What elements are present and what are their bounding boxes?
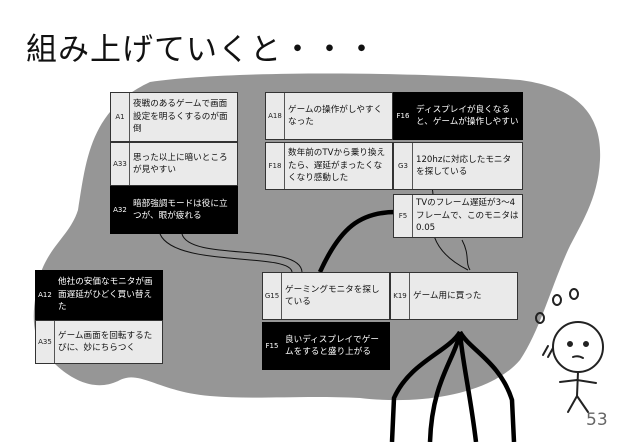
card-text: TVのフレーム遅延が3～4フレームで、このモニタは0.05 xyxy=(416,198,519,234)
card-id: G3 xyxy=(394,143,413,189)
card-text: 夜戦のあるゲームで画面設定を明るくするのが面倒 xyxy=(133,99,228,135)
card-id: K19 xyxy=(391,273,410,319)
card-text: 他社の安価なモニタが画面遅延がひどく買い替えた xyxy=(58,277,153,313)
card-a32: A32 暗部強調モードは役に立つが、眼が疲れる xyxy=(110,186,238,234)
connector-a32-g15b xyxy=(159,233,293,273)
card-id: A33 xyxy=(111,143,130,185)
card-text: ゲーム用に買った xyxy=(413,290,482,301)
card-f15: F15 良いディスプレイでゲームをすると盛り上がる xyxy=(262,322,390,370)
card-a1: A1 夜戦のあるゲームで画面設定を明るくするのが面倒 xyxy=(110,92,238,142)
root-branch-right xyxy=(458,330,517,442)
page-number: 53 xyxy=(586,410,608,430)
card-id: F18 xyxy=(266,143,285,189)
card-g15: G15 ゲーミングモニタを探している xyxy=(262,272,390,320)
card-g3: G3 120hzに対応したモニタを探している xyxy=(393,142,523,190)
card-text: ゲーミングモニタを探している xyxy=(285,284,380,308)
card-a33: A33 思った以上に暗いところが見やすい xyxy=(110,142,238,186)
card-f18: F18 数年前のTVから乗り換えたら、遅延がまったくなくなり感動した xyxy=(265,142,393,190)
card-a12: A12 他社の安価なモニタが画面遅延がひどく買い替えた xyxy=(35,270,163,320)
card-text: ディスプレイが良くなると、ゲームが操作しやすい xyxy=(416,104,519,128)
card-text: ゲームの操作がしやすくなった xyxy=(288,104,383,128)
root-branch-mid-right xyxy=(457,331,479,442)
card-f16: F16 ディスプレイが良くなると、ゲームが操作しやすい xyxy=(393,92,523,140)
slide-title: 組み上げていくと・・・ xyxy=(26,32,378,68)
root-branch-left xyxy=(389,330,462,442)
card-id: F15 xyxy=(263,323,282,369)
card-text: 思った以上に暗いところが見やすい xyxy=(133,152,228,176)
card-text: ゲーム画面を回転するたびに、妙にちらつく xyxy=(58,330,153,354)
card-id: A1 xyxy=(111,93,130,141)
card-id: F5 xyxy=(394,195,413,237)
card-text: 数年前のTVから乗り換えたら、遅延がまったくなくなり感動した xyxy=(288,148,386,184)
connector-f5-g15-thick xyxy=(317,209,397,273)
card-k19: K19 ゲーム用に買った xyxy=(390,272,518,320)
card-id: F16 xyxy=(394,93,413,139)
card-id: A32 xyxy=(111,187,130,233)
root-branch-mid-left xyxy=(427,331,463,442)
connector-a32-g15 xyxy=(181,233,303,273)
card-f5: F5 TVのフレーム遅延が3～4フレームで、このモニタは0.05 xyxy=(393,194,523,238)
card-id: A18 xyxy=(266,93,285,139)
card-id: A12 xyxy=(36,271,55,319)
card-a35: A35 ゲーム画面を回転するたびに、妙にちらつく xyxy=(35,320,163,364)
connector-f5-k19 xyxy=(461,239,471,271)
card-id: G15 xyxy=(263,273,282,319)
card-text: 120hzに対応したモニタを探している xyxy=(416,154,512,178)
confused-character-illustration xyxy=(535,288,604,413)
card-text: 良いディスプレイでゲームをすると盛り上がる xyxy=(285,334,379,358)
card-id: A35 xyxy=(36,321,55,363)
card-text: 暗部強調モードは役に立つが、眼が疲れる xyxy=(133,198,228,222)
card-a18: A18 ゲームの操作がしやすくなった xyxy=(265,92,393,140)
